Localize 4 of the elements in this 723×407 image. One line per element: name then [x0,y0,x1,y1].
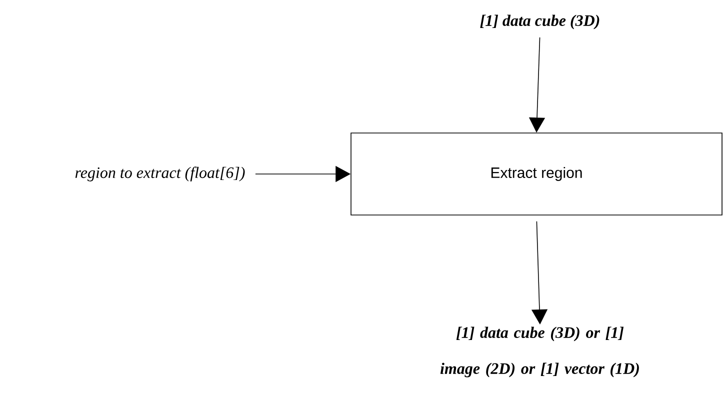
output-label: [1] data cube (3D) or [1] image (2D) or [1] vector (1D) [440,326,639,378]
input-label: [1] data cube (3D) [480,14,600,30]
input-label: region to extract (float[6]) [75,166,245,182]
process-box: Extract region [350,132,722,216]
